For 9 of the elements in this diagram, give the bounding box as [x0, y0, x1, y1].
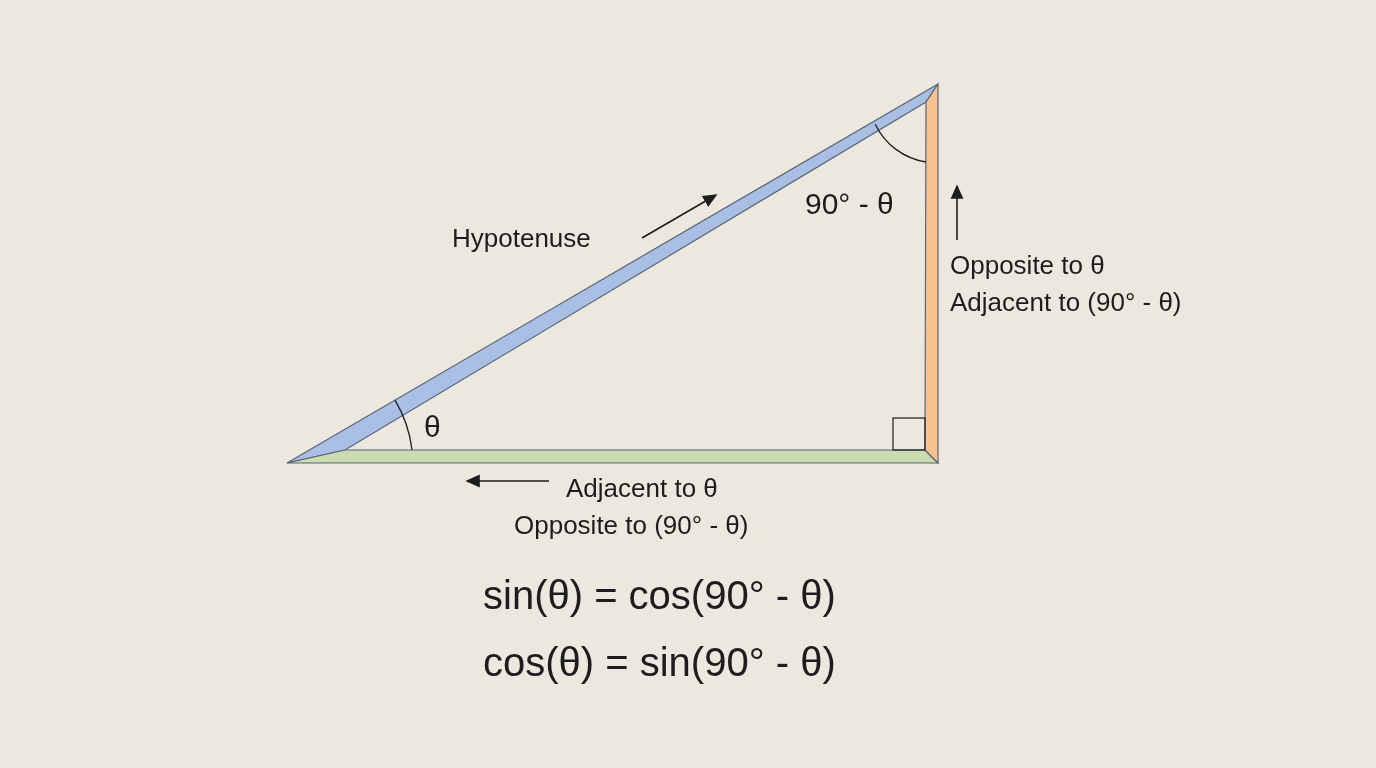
side-label: Hypotenuse — [452, 222, 591, 255]
side-label: Adjacent to θ — [566, 472, 718, 505]
angle-label: θ — [424, 409, 441, 445]
side-label: Adjacent to (90° - θ) — [950, 286, 1182, 319]
side-label: Opposite to θ — [950, 249, 1105, 282]
angle-label: 90° - θ — [805, 186, 894, 222]
equation: cos(θ) = sin(90° - θ) — [483, 639, 836, 686]
side-label: Opposite to (90° - θ) — [514, 509, 749, 542]
equation: sin(θ) = cos(90° - θ) — [483, 572, 836, 619]
